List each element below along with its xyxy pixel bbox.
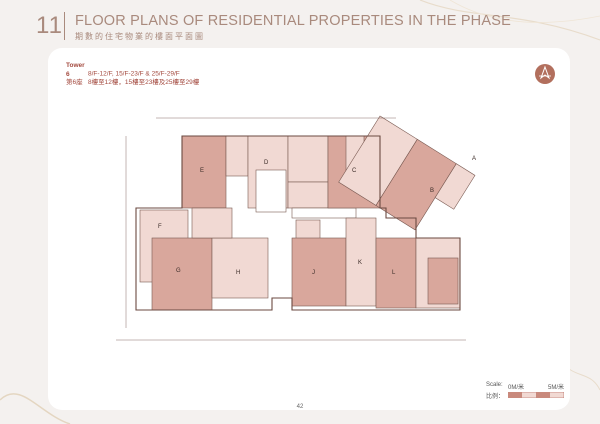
scale-bar: Scale: 0M/米 5M/米 比例：: [486, 382, 576, 402]
flat-label-d: D: [264, 160, 269, 166]
scale-label: Scale:: [486, 382, 503, 388]
tower-label-zh: 第6座: [66, 79, 83, 86]
section-number: 11: [36, 12, 63, 39]
flat-k: [345, 217, 377, 307]
flat-label-k: K: [358, 260, 362, 266]
floor-plan: E D C B A F G H J K L: [116, 115, 476, 341]
scale-end: 5M/米: [548, 385, 565, 391]
flat-label-e: E: [200, 168, 204, 174]
page-header: 11 FLOOR PLANS OF RESIDENTIAL PROPERTIES…: [0, 0, 600, 48]
scale-label-zh: 比例：: [486, 394, 505, 400]
page-number: 42: [296, 404, 304, 410]
north-arrow-icon: [535, 64, 555, 84]
flat-label-f: F: [158, 224, 162, 230]
tower-floors-zh: 8樓至12樓，15樓至23樓及25樓至29樓: [88, 79, 200, 86]
flat-label-l: L: [392, 270, 396, 276]
scale-start: 0M/米: [508, 385, 525, 391]
tower-floors: 8/F-12/F, 15/F-23/F & 25/F-29/F: [88, 70, 180, 78]
flat-label-c: C: [352, 168, 357, 174]
flat-h: [211, 237, 269, 299]
flat-j: [291, 237, 347, 307]
flat-label-h: H: [236, 270, 240, 276]
flat-label-g: G: [176, 268, 181, 274]
page-title-zh: 期數的住宅物業的樓面平面圖: [75, 32, 205, 41]
flat-g: [151, 237, 213, 311]
flat-label-a: A: [472, 156, 476, 162]
flat-label-b: B: [430, 188, 434, 194]
tower-label: Tower 6: [66, 62, 85, 78]
flat-l: [375, 237, 417, 309]
flat-label-j: J: [312, 270, 315, 276]
page-title: FLOOR PLANS OF RESIDENTIAL PROPERTIES IN…: [75, 13, 511, 29]
scale-ruler: [508, 392, 564, 398]
header-divider: [64, 12, 65, 40]
